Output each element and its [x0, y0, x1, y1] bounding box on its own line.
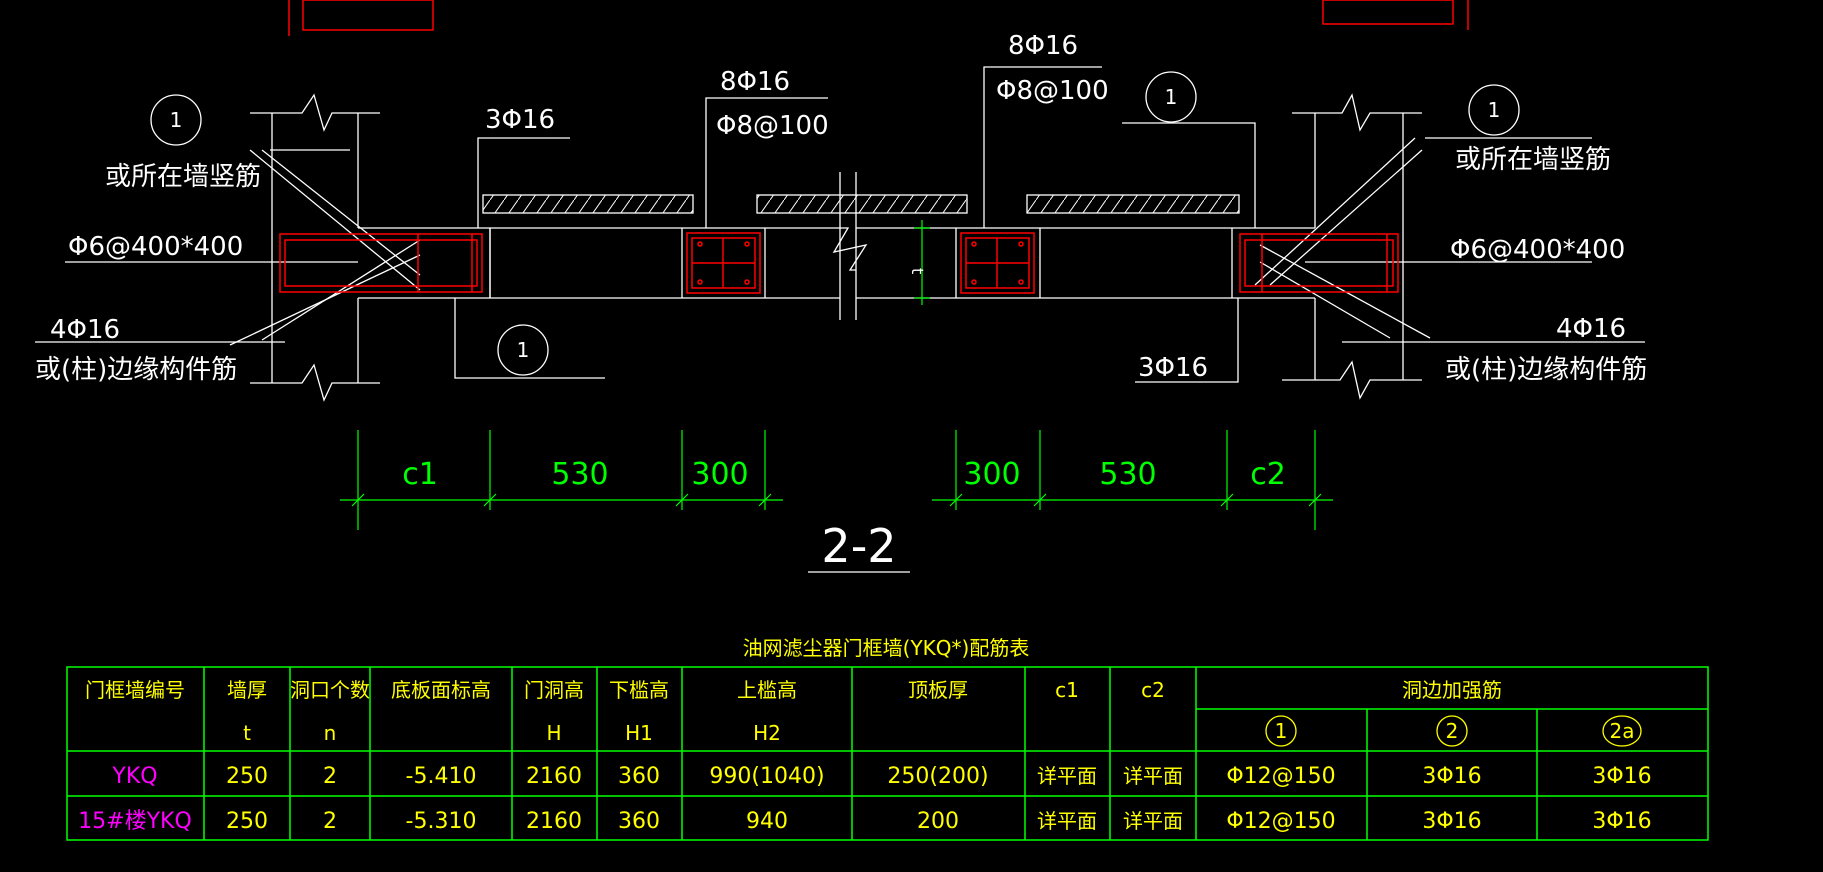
- left-dimension-line: [340, 430, 783, 530]
- label-mid-right-stirrup: Φ8@100: [996, 76, 1109, 106]
- right-rebar: [1239, 233, 1399, 293]
- cell-id: 15#楼YKQ: [78, 809, 192, 834]
- header-c1: c1: [1055, 678, 1079, 702]
- dim-left-2: 300: [691, 457, 748, 492]
- circle-marker-label: 1: [1165, 85, 1178, 109]
- table-title: 油网滤尘器门框墙(YKQ*)配筋表: [743, 636, 1030, 660]
- circle-marker-label: 1: [170, 108, 183, 132]
- cell: 3Φ16: [1592, 764, 1651, 789]
- cell: Φ12@150: [1226, 809, 1335, 834]
- table-headers: 门框墙编号 墙厚 洞口个数 底板面标高 门洞高 下槛高 上槛高 顶板厚 c1 c…: [85, 678, 1502, 702]
- circle-marker-labels: 1 1 1 1: [170, 85, 1501, 362]
- circle-marker-label: 1: [1488, 98, 1501, 122]
- label-left-mesh: Φ6@400*400: [68, 232, 243, 262]
- cell: 360: [618, 809, 660, 834]
- header-opening-count: 洞口个数: [290, 678, 370, 702]
- top-red-marks: [288, 0, 1469, 36]
- left-frame: [454, 97, 968, 379]
- sub-header-circles: [1265, 715, 1642, 747]
- cell: 940: [746, 809, 788, 834]
- section-title: 2-2: [821, 519, 896, 573]
- circle-marker-label: 1: [517, 338, 530, 362]
- cell: 250: [226, 809, 268, 834]
- cell: 3Φ16: [1422, 809, 1481, 834]
- symbol-t: t: [243, 721, 251, 745]
- cell: 360: [618, 764, 660, 789]
- right-frame: [856, 66, 1256, 383]
- cell: -5.410: [406, 764, 477, 789]
- symbol-h2: H2: [753, 721, 781, 745]
- label-left-edge-note: 或(柱)边缘构件筋: [35, 355, 237, 385]
- left-rebar: [279, 233, 483, 293]
- label-thickness: t: [908, 268, 927, 274]
- header-id: 门框墙编号: [85, 678, 185, 702]
- cell: 详平面: [1123, 764, 1183, 788]
- cell: 2160: [526, 764, 582, 789]
- sub-header-2a: 2a: [1610, 719, 1635, 743]
- cell: 详平面: [1123, 809, 1183, 833]
- header-base-elevation: 底板面标高: [391, 678, 491, 702]
- label-mid-left-stirrup: Φ8@100: [716, 111, 829, 141]
- cell: 990(1040): [709, 764, 824, 789]
- sub-header-1: 1: [1275, 719, 1288, 743]
- cell: 详平面: [1037, 809, 1097, 833]
- right-column-rebar: [960, 232, 1035, 294]
- header-top-slab: 顶板厚: [908, 678, 968, 702]
- symbol-h1: H1: [625, 721, 653, 745]
- dim-left-1: 530: [551, 457, 608, 492]
- cell: 3Φ16: [1592, 809, 1651, 834]
- table-symbols: t n H H1 H2 1 2 2a: [243, 719, 1634, 745]
- label-right-edge-bar: 4Φ16: [1556, 314, 1626, 344]
- label-mid-left-bar: 8Φ16: [720, 67, 790, 97]
- label-right-wall-note: 或所在墙竖筋: [1455, 145, 1611, 175]
- break-line: [832, 172, 868, 320]
- cell: 3Φ16: [1422, 764, 1481, 789]
- header-door-height: 门洞高: [524, 678, 584, 702]
- dim-right-2: c2: [1250, 457, 1286, 492]
- rebar-table-grid: [66, 666, 1709, 841]
- header-lower-sill: 下槛高: [609, 678, 669, 702]
- cell: -5.310: [406, 809, 477, 834]
- table-row: YKQ 250 2 -5.410 2160 360 990(1040) 250(…: [111, 764, 1651, 789]
- cell: 2: [323, 764, 337, 789]
- label-left-edge-bar: 4Φ16: [50, 315, 120, 345]
- cell: 250(200): [887, 764, 988, 789]
- drawing-labels: 3Φ16 8Φ16 Φ8@100 8Φ16 Φ8@100 3Φ16 Φ6@400…: [35, 31, 1647, 385]
- right-dimension-line: [932, 430, 1333, 530]
- left-column-rebar: [686, 232, 761, 294]
- symbol-h: H: [546, 721, 561, 745]
- cell: 250: [226, 764, 268, 789]
- header-upper-sill: 上槛高: [737, 678, 797, 702]
- header-wall-thickness: 墙厚: [227, 678, 267, 702]
- label-left-wall-note: 或所在墙竖筋: [105, 162, 261, 192]
- dim-right-1: 530: [1099, 457, 1156, 492]
- table-row: 15#楼YKQ 250 2 -5.310 2160 360 940 200 详平…: [78, 809, 1651, 834]
- cell: 2: [323, 809, 337, 834]
- cell-id: YKQ: [111, 764, 157, 789]
- header-reinforcement: 洞边加强筋: [1402, 678, 1502, 702]
- label-right-edge-note: 或(柱)边缘构件筋: [1445, 355, 1647, 385]
- right-wall: [1232, 93, 1645, 400]
- label-top-left-bar: 3Φ16: [485, 105, 555, 135]
- cell: 200: [917, 809, 959, 834]
- header-c2: c2: [1141, 678, 1165, 702]
- dim-right-0: 300: [963, 457, 1020, 492]
- label-right-lower-bar: 3Φ16: [1138, 353, 1208, 383]
- sub-header-2: 2: [1446, 719, 1459, 743]
- symbol-n: n: [324, 721, 337, 745]
- label-mid-right-bar: 8Φ16: [1008, 31, 1078, 61]
- left-wall: [35, 93, 491, 402]
- cell: Φ12@150: [1226, 764, 1335, 789]
- dimension-labels: c1 530 300 300 530 c2: [402, 457, 1286, 492]
- thickness-dimension: [914, 220, 930, 305]
- cell: 详平面: [1037, 764, 1097, 788]
- label-right-mesh: Φ6@400*400: [1450, 235, 1625, 265]
- cell: 2160: [526, 809, 582, 834]
- dim-left-0: c1: [402, 457, 438, 492]
- circle-markers: [150, 71, 1520, 376]
